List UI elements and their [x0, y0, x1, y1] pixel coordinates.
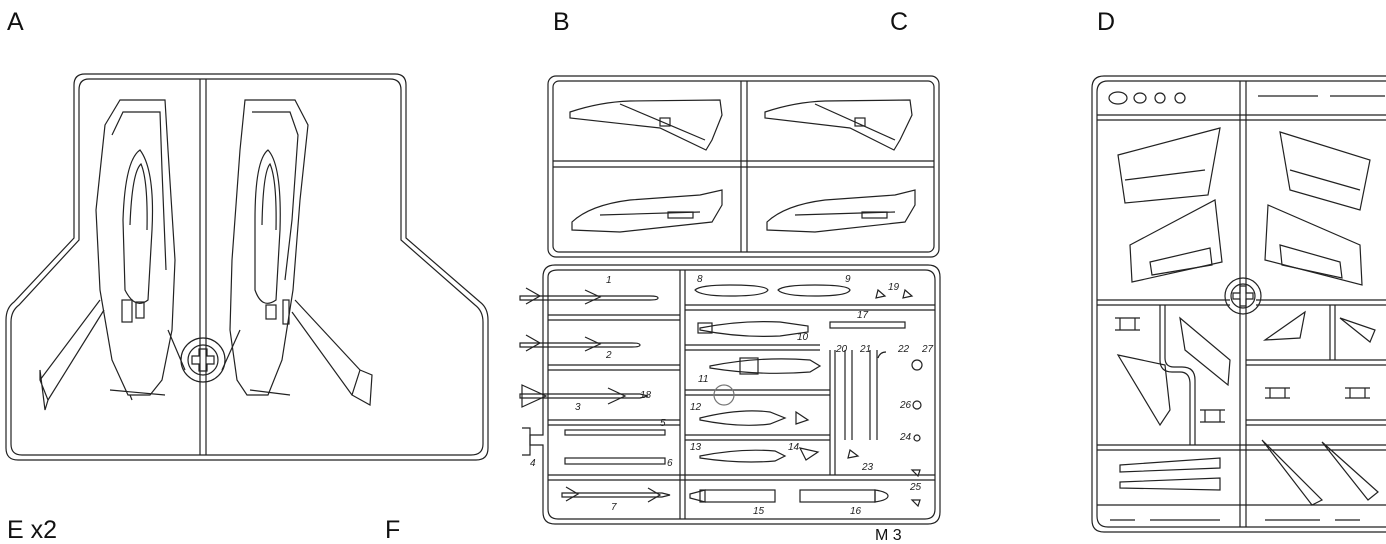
missile-1 [519, 287, 659, 305]
bomb-10 [697, 321, 809, 337]
bomb-11 [709, 357, 822, 375]
sprue-label-d: D [1097, 8, 1116, 36]
part-number-10: 10 [797, 332, 809, 343]
missile-2 [519, 334, 641, 352]
tank-8-9 [694, 284, 851, 297]
part-number-17: 17 [857, 310, 869, 321]
part-number-26: 26 [899, 400, 912, 411]
sprue-label-b: B [553, 8, 570, 36]
pylon-17-27 [829, 288, 923, 508]
missile-7 [561, 486, 671, 503]
tail-fins [1116, 310, 1379, 506]
fuselage-left-half [39, 99, 186, 411]
sprue-a-frame [5, 73, 489, 461]
fuselage-section-bl [571, 189, 723, 233]
wing-lower-left [1129, 199, 1223, 283]
part-number-11: 11 [698, 374, 708, 385]
part-number-16: 16 [850, 506, 862, 517]
part-number-20: 20 [835, 344, 848, 355]
fuselage-section-tr [764, 99, 913, 151]
part-number-15: 15 [753, 506, 765, 517]
part-number-2: 2 [605, 350, 612, 361]
wing-lower-right [1264, 204, 1363, 286]
bomb-12 [699, 410, 810, 426]
missile-3 [519, 384, 649, 408]
part-number-5: 5 [660, 418, 666, 429]
part-number-14: 14 [788, 442, 800, 453]
part-number-3: 3 [575, 402, 581, 413]
fuselage-section-br [766, 189, 916, 233]
wing-upper-left [1117, 127, 1221, 204]
sprue-label-c: C [890, 8, 909, 36]
small-parts-d [1108, 91, 1385, 521]
sprue-label-a: A [7, 8, 24, 36]
bomb-13 [699, 447, 820, 463]
rail-4-5-6 [522, 427, 666, 465]
part-number-25: 25 [909, 482, 922, 493]
wing-upper-right [1279, 131, 1371, 211]
part-number-23: 23 [861, 462, 874, 473]
part-number-18: 18 [640, 390, 652, 401]
sprue-label-f: F [385, 516, 401, 544]
part-number-21: 21 [859, 344, 871, 355]
part-number-8: 8 [697, 274, 703, 285]
part-number-6: 6 [667, 458, 673, 469]
part-number-24: 24 [899, 432, 912, 443]
part-number-7: 7 [611, 502, 617, 513]
part-number-9: 9 [845, 274, 851, 285]
part-number-19: 19 [888, 282, 900, 293]
part-number-12: 12 [690, 402, 702, 413]
part-number-22: 22 [897, 344, 910, 355]
sprue-d-frame [1091, 75, 1386, 533]
part-number-13: 13 [690, 442, 702, 453]
fuselage-section-tl [569, 99, 723, 151]
part-number-4: 4 [530, 458, 536, 469]
part-number-1: 1 [606, 275, 612, 286]
part-number-27: 27 [921, 344, 934, 355]
sprue-bc-top-frame [547, 75, 940, 258]
sprue-bc-weapons-frame [529, 264, 941, 525]
fuselage-right-half [221, 99, 373, 406]
pod-15-16 [689, 489, 889, 503]
